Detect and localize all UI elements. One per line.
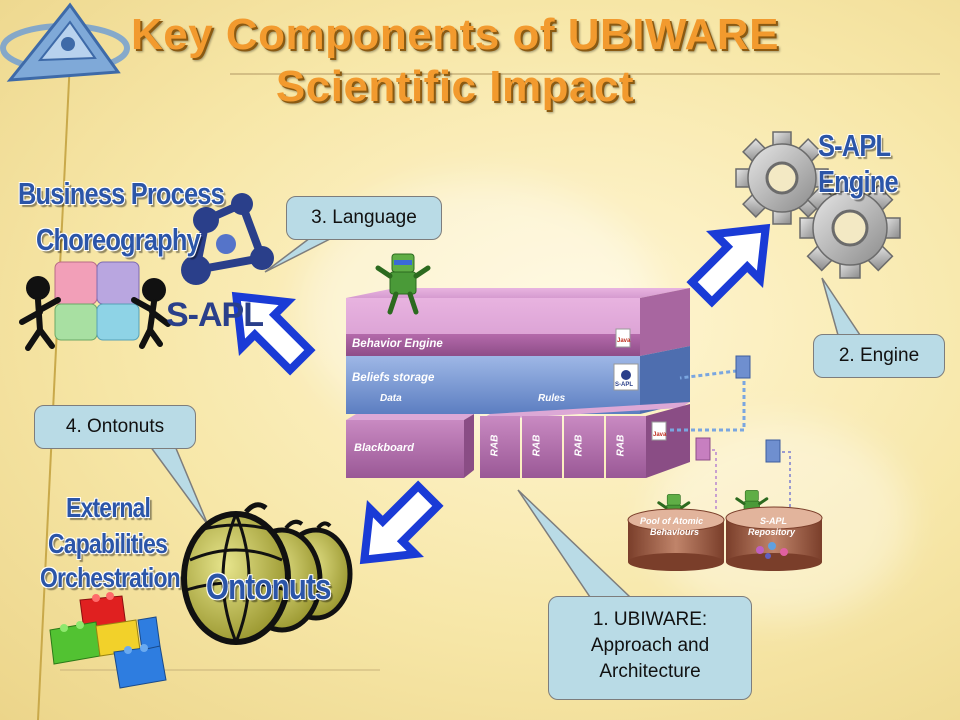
puzzle-people-icon (19, 261, 171, 351)
java-badge (615, 328, 631, 348)
connector-block (765, 439, 781, 463)
rab-block-1 (480, 416, 520, 478)
external-label: External (66, 492, 151, 523)
repo-label-line1: S-APL (760, 516, 787, 526)
sapl-engine-label: S-APL Engine (818, 128, 899, 199)
gear-icon (799, 177, 901, 279)
callout-engine-text: 2. Engine (838, 345, 920, 366)
rab-block-3 (564, 416, 604, 478)
callout-engine: 2. Engine (813, 334, 945, 378)
rab-label: RAB (489, 434, 501, 457)
rab-label: RAB (573, 434, 585, 457)
page-title-line2: Scientific Impact (275, 62, 635, 111)
rules-label: Rules (538, 393, 566, 404)
pool-label-line1: Pool of Atomic (640, 516, 704, 526)
callout-ubiware-line3: Architecture (599, 661, 701, 682)
robot-icon (735, 490, 769, 527)
slide-border-line (37, 59, 71, 720)
gear-icon (735, 131, 829, 225)
callout-ontonuts-text: 4. Ontonuts (65, 416, 165, 437)
sapl-small-label: S-APL (615, 382, 633, 388)
globe-icon (181, 502, 353, 645)
callout-ubiware-line1: 1. UBIWARE: (592, 609, 708, 630)
callout-tail-engine (821, 277, 862, 336)
callout-ubiware: 1. UBIWARE: Approach and Architecture (548, 596, 752, 700)
rab-side (646, 404, 690, 478)
capabilities-label: Capabilities (48, 528, 168, 559)
page-title-line1: Key Components of UBIWARE (130, 10, 780, 59)
blackboard-block (346, 420, 464, 478)
rab-block-2 (522, 416, 562, 478)
sapl-molecule-icon (621, 370, 631, 380)
orchestration-label: Orchestration (40, 562, 181, 593)
arrow-to-engine (686, 223, 771, 308)
callout-language: 3. Language (286, 196, 442, 240)
rab-top (480, 402, 690, 420)
sapl-label: S-APL (166, 296, 264, 334)
beliefs-storage-block (346, 356, 640, 414)
lego-blocks-icon (49, 592, 167, 689)
robot-icon (375, 253, 431, 315)
java-badge (651, 421, 667, 441)
ubiware-logo-icon (0, 2, 130, 82)
blackboard-side (464, 414, 474, 478)
behavior-engine-side (640, 288, 690, 356)
behavior-engine-front (346, 334, 640, 356)
flow-line (700, 449, 717, 510)
pool-label-line2: Behaviours (650, 527, 700, 537)
callout-ubiware-line2: Approach and (590, 635, 710, 656)
connector-block (735, 355, 751, 379)
connector-block (695, 437, 711, 461)
business-process-label: Business Process (18, 176, 225, 211)
architecture-diagram (346, 288, 791, 520)
arrow-to-language (231, 291, 316, 376)
arrow-to-ontonuts (359, 480, 444, 565)
pool-of-atomic-behaviours-drum (627, 508, 725, 571)
choreography-label: Choreography (36, 222, 201, 257)
flow-line (668, 360, 746, 432)
callout-tail-ontonuts (148, 445, 209, 526)
flow-line (679, 368, 745, 380)
repo-label-line2: Repository (748, 527, 796, 537)
rab-label: RAB (531, 434, 543, 457)
beliefs-storage-side (640, 346, 690, 414)
callout-language-text: 3. Language (311, 207, 417, 228)
ontonuts-label: Ontonuts (206, 566, 331, 607)
data-label: Data (380, 393, 402, 404)
blackboard-top (346, 414, 474, 420)
rab-label: RAB (615, 434, 627, 457)
callout-ontonuts: 4. Ontonuts (34, 405, 196, 449)
callout-tail-ubiware (517, 489, 632, 598)
callout-tail-language (264, 237, 333, 273)
java-label: Java (653, 432, 667, 438)
beliefs-storage-label: Beliefs storage (352, 372, 435, 384)
behavior-engine-top (346, 288, 690, 298)
sapl-repository-drum (725, 506, 823, 571)
blackboard-label: Blackboard (354, 442, 414, 454)
rab-block-4 (606, 416, 646, 478)
java-label: Java (617, 338, 631, 344)
behavior-engine-label: Behavior Engine (352, 338, 443, 350)
sapl-molecule-icon (181, 193, 274, 285)
